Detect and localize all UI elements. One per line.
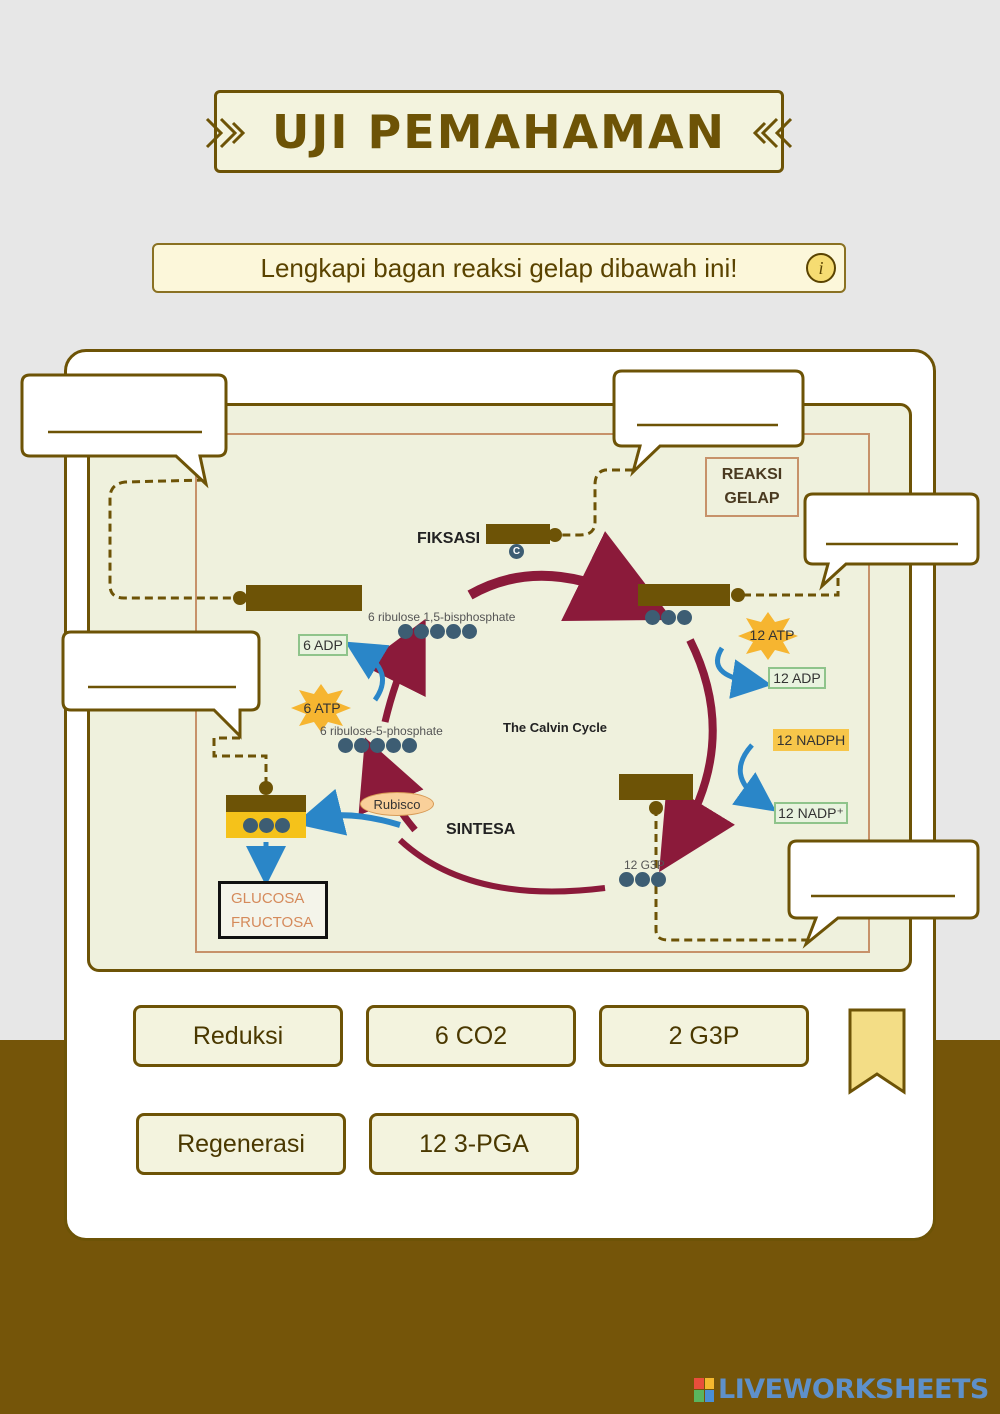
- double-chevron-right-icon: [205, 117, 246, 149]
- blank-slot-reduksi: [619, 774, 693, 800]
- sintesa-blue-arrow: [294, 788, 401, 836]
- drop-zone-3[interactable]: [803, 492, 980, 591]
- drop-zone-1[interactable]: [20, 373, 228, 489]
- option-2-g3p[interactable]: 2 G3P: [599, 1005, 809, 1067]
- adp-6-tag: 6 ADP: [298, 634, 348, 656]
- nadph-arrow-12: [732, 743, 777, 812]
- carbon-chain-rubp: [398, 624, 477, 639]
- blank-slot-regenerasi: [246, 585, 362, 611]
- bookmark-icon: [848, 1008, 906, 1095]
- drop-zone-2[interactable]: [612, 369, 805, 477]
- page-title: UJI PEMAHAMAN: [271, 104, 727, 159]
- nadp-12-tag: 12 NADP⁺: [774, 802, 848, 824]
- reaksi-gelap-label: REAKSI GELAP: [705, 457, 799, 517]
- connector-4: [212, 736, 268, 782]
- ru5p-to-rubp-arrow: [363, 618, 426, 723]
- atp-12-label: 12 ATP: [749, 627, 795, 643]
- connector-3: [738, 578, 840, 597]
- logo-text: LIVEWORKSHEETS: [718, 1374, 989, 1405]
- cycle-center-label: The Calvin Cycle: [503, 720, 608, 735]
- g3p-label: 12 G3P: [624, 858, 665, 872]
- adp-12-tag: 12 ADP: [768, 667, 826, 689]
- stage-sintesa: SINTESA: [446, 821, 516, 838]
- option-6-co2[interactable]: 6 CO2: [366, 1005, 576, 1067]
- g3p-arrow: [397, 837, 606, 895]
- atp-6-label: 6 ATP: [303, 700, 341, 716]
- option-regenerasi[interactable]: Regenerasi: [136, 1113, 346, 1175]
- fixation-arrow: [467, 531, 673, 621]
- glucose-fructose-box: GLUCOSA FRUCTOSA: [218, 881, 328, 939]
- blank-slot-3pga: [638, 584, 730, 606]
- rubp-label: 6 ribulose 1,5-bisphosphate: [368, 610, 516, 624]
- product-fructose: FRUCTOSA: [231, 914, 314, 931]
- ru5p-label: 6 ribulose-5-phosphate: [320, 724, 443, 738]
- carbon-chain-g3p: [619, 872, 666, 887]
- connector-2: [555, 468, 633, 537]
- reduction-arrow: [659, 638, 735, 873]
- atp-to-adp-arrow-6: [344, 641, 390, 702]
- carbon-chain-ru5p: [338, 738, 417, 753]
- stage-fiksasi: FIKSASI: [417, 530, 481, 547]
- connector-1: [108, 478, 240, 600]
- connector-5: [654, 808, 808, 942]
- carbon-chain-3pga: [645, 610, 692, 625]
- atp-star-12: [738, 612, 798, 660]
- instruction-banner: Lengkapi bagan reaksi gelap dibawah ini!…: [152, 243, 846, 293]
- rubisco-label: Rubisco: [360, 792, 434, 816]
- blank-slot-co2: [486, 524, 550, 544]
- title-banner: UJI PEMAHAMAN: [205, 90, 793, 173]
- co2-carbon: C: [509, 544, 524, 559]
- info-icon[interactable]: i: [806, 253, 836, 283]
- blank-slot-g3p: [226, 795, 306, 815]
- double-chevron-left-icon: [752, 117, 793, 149]
- drop-zone-5[interactable]: [787, 839, 980, 949]
- option-12-3-pga[interactable]: 12 3-PGA: [369, 1113, 579, 1175]
- atp-star-6: [291, 684, 351, 732]
- nadph-12-tag: 12 NADPH: [773, 729, 849, 751]
- liveworksheets-logo: LIVEWORKSHEETS: [694, 1374, 989, 1405]
- product-glucose: GLUCOSA: [231, 890, 305, 907]
- option-reduksi[interactable]: Reduksi: [133, 1005, 343, 1067]
- instruction-text: Lengkapi bagan reaksi gelap dibawah ini!: [260, 252, 738, 283]
- atp-to-adp-arrow-12: [715, 646, 772, 699]
- g3p-product-box: [226, 812, 306, 838]
- liveworksheets-logo-mark-icon: [694, 1377, 714, 1402]
- drop-zone-4[interactable]: [61, 630, 261, 740]
